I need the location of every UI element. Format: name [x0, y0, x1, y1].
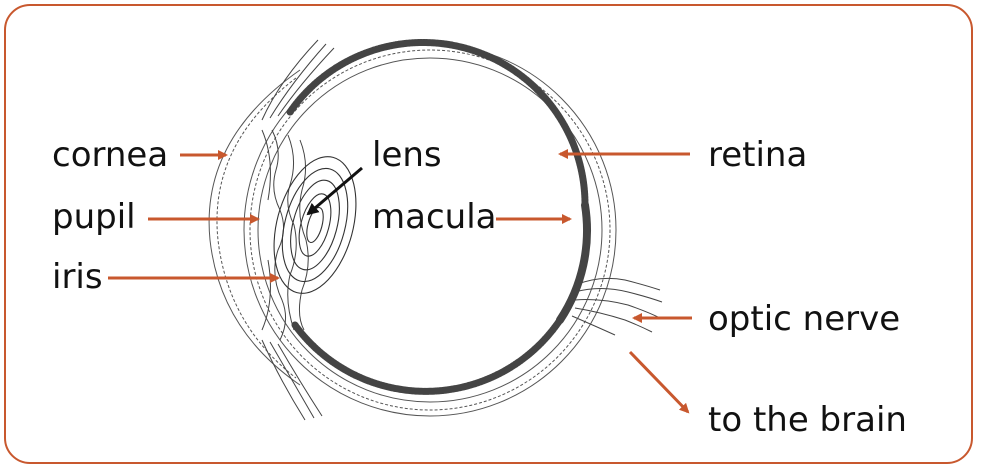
label-to-the-brain: to the brain: [708, 403, 907, 437]
label-iris: iris: [52, 260, 103, 294]
label-optic-nerve: optic nerve: [708, 302, 900, 336]
label-macula: macula: [372, 200, 496, 234]
to-the-brain-arrow: [630, 352, 688, 412]
label-retina: retina: [708, 138, 807, 172]
cornea-shape: [209, 70, 300, 385]
label-arrows: [108, 154, 692, 412]
label-pupil: pupil: [52, 200, 136, 234]
optic-nerve-shape: [572, 278, 662, 335]
label-lens: lens: [372, 138, 442, 172]
lens-arrow: [308, 168, 362, 214]
label-cornea: cornea: [52, 138, 168, 172]
